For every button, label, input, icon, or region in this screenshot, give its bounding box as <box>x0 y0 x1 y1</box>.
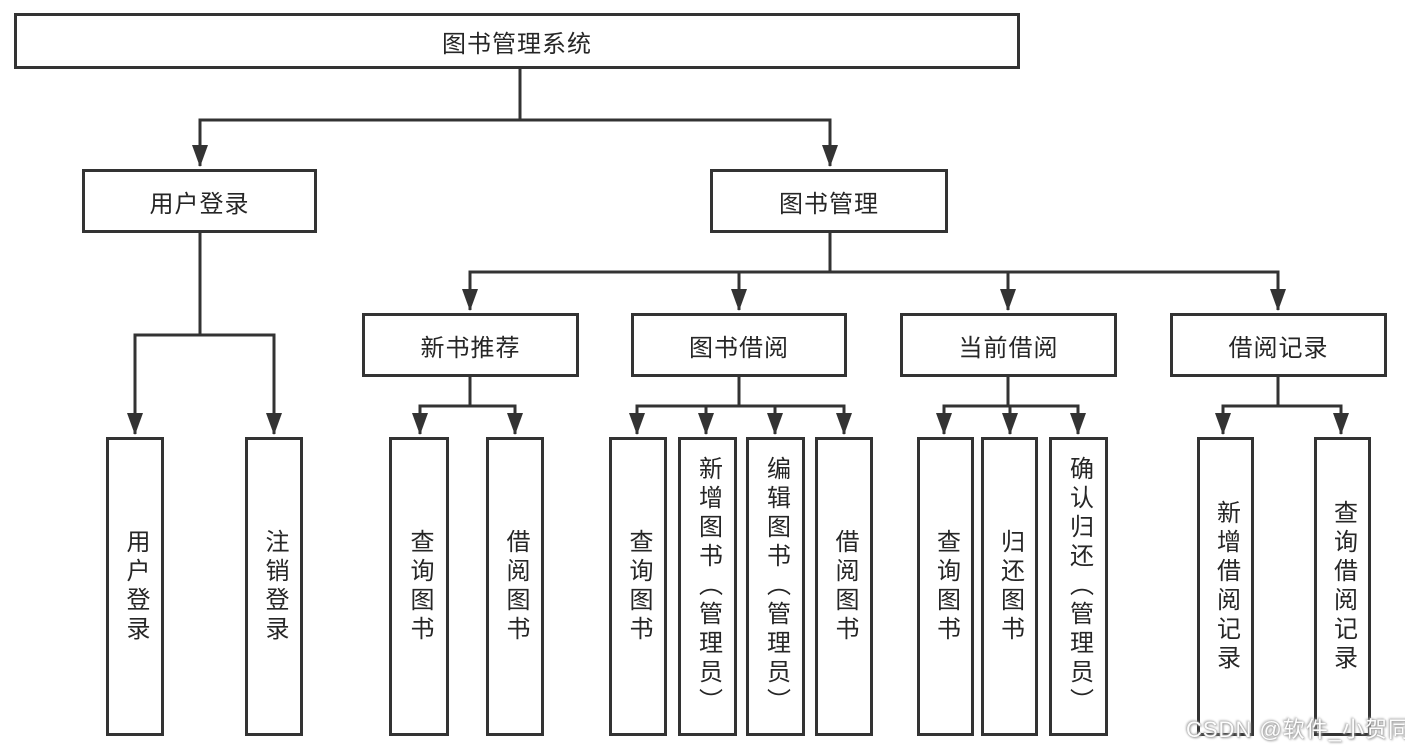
node-current-borrow: 当前借阅 <box>900 313 1117 377</box>
leaf-borrow-book-1: 借阅图书 <box>486 437 544 736</box>
node-user-login: 用户登录 <box>82 169 317 233</box>
csdn-watermark: CSDN @软件_小贺同学 <box>1186 717 1405 742</box>
leaf-user-login: 用户登录 <box>106 437 164 736</box>
leaf-query-book-3: 查询图书 <box>917 437 974 736</box>
node-book-borrow: 图书借阅 <box>631 313 847 377</box>
node-borrow-records: 借阅记录 <box>1170 313 1387 377</box>
leaf-borrow-book-2: 借阅图书 <box>815 437 873 736</box>
leaf-edit-book-admin: 编辑图书（管理员） <box>746 437 805 736</box>
node-root-system: 图书管理系统 <box>14 13 1020 69</box>
leaf-return-book: 归还图书 <box>981 437 1038 736</box>
node-new-book-recommend: 新书推荐 <box>362 313 579 377</box>
connector-skeleton <box>133 68 1343 408</box>
leaf-query-book-1: 查询图书 <box>389 437 449 736</box>
leaf-query-borrow-record: 查询借阅记录 <box>1314 437 1371 736</box>
leaf-query-book-2: 查询图书 <box>609 437 667 736</box>
leaf-logout: 注销登录 <box>245 437 303 736</box>
leaf-add-book-admin: 新增图书（管理员） <box>678 437 737 736</box>
leaf-add-borrow-record: 新增借阅记录 <box>1197 437 1254 736</box>
leaf-confirm-return-admin: 确认归还（管理员） <box>1049 437 1108 736</box>
node-book-management: 图书管理 <box>710 169 948 233</box>
